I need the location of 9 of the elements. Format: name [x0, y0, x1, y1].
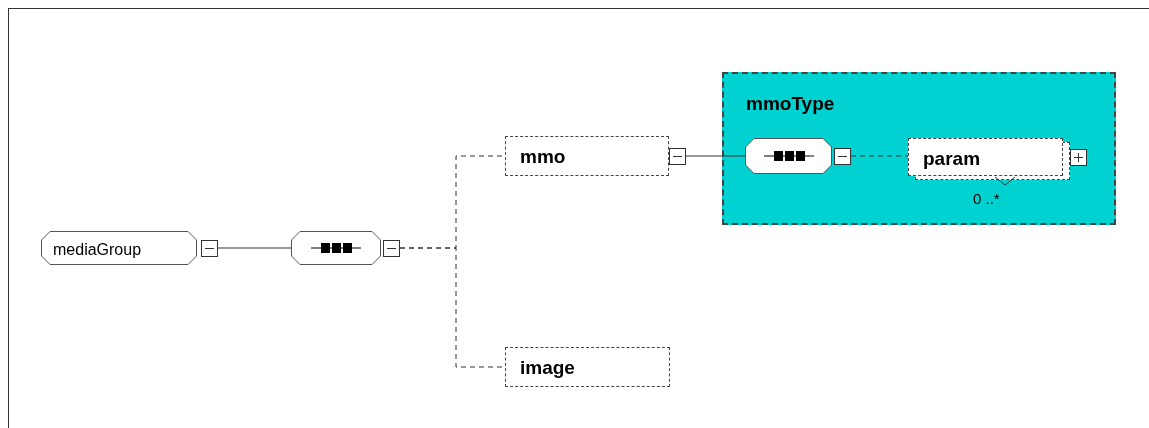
- connector-line: [217, 247, 292, 249]
- element-name: param: [923, 147, 981, 171]
- type-name: mmoType: [746, 92, 835, 116]
- element-name: mmo: [520, 145, 566, 169]
- element-name: mediaGroup: [53, 240, 142, 260]
- connector-line: [685, 155, 746, 157]
- cardinality-label: 0 ..*: [973, 189, 1000, 209]
- connector-line: [850, 155, 909, 157]
- element-name: image: [520, 356, 575, 380]
